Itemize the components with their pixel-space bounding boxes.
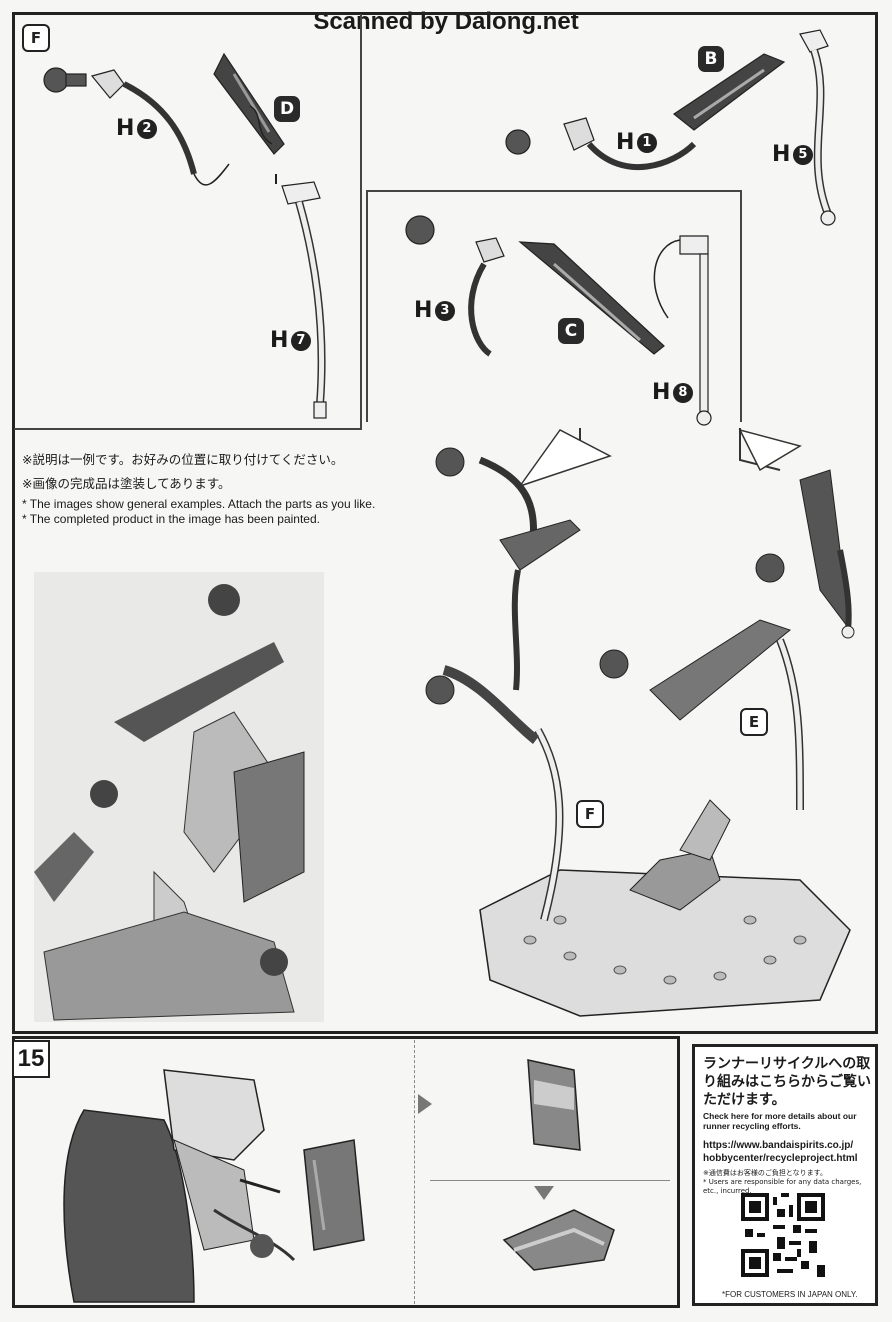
- part-label-c: C: [558, 318, 584, 344]
- step-divider-h: [430, 1180, 670, 1181]
- qr-code[interactable]: [741, 1193, 825, 1277]
- step-15-frame: [12, 1036, 680, 1308]
- recycle-note-jp: ※通信費はお客様のご負担となります。: [703, 1169, 827, 1177]
- part-label-b: B: [698, 46, 724, 72]
- display-base-illustration: [425, 447, 855, 1017]
- step-15-illustration: [63, 1059, 615, 1303]
- recycle-url-line2[interactable]: hobbycenter/recycleproject.html: [703, 1153, 858, 1164]
- part-label-e: E: [740, 708, 768, 736]
- d-wing: [213, 52, 285, 155]
- h3-c-assembly: [405, 215, 665, 357]
- h2-assembly: [43, 67, 230, 186]
- top-panel-frame: [12, 12, 878, 1034]
- callout-lines: [518, 428, 802, 488]
- inner-divider-box: [366, 190, 742, 422]
- step-arrow-down: [534, 1186, 554, 1200]
- recycle-title: ランナーリサイクルへの取り組みはこちらからご覧いただけます。: [703, 1056, 871, 1108]
- step-arrow-right: [418, 1094, 432, 1114]
- note-en-2: * The completed product in the image has…: [22, 512, 320, 526]
- note-en-1: * The images show general examples. Atta…: [22, 497, 376, 511]
- completed-model-photo: [34, 572, 324, 1022]
- part-label-f: F: [576, 800, 604, 828]
- step-divider: [414, 1040, 415, 1304]
- note-jp-2: ※画像の完成品は塗装してあります。: [22, 476, 231, 491]
- h7-pole: [281, 181, 327, 419]
- recycle-english: Check here for more details about our ru…: [703, 1111, 857, 1131]
- recycle-url-line1[interactable]: https://www.bandaispirits.co.jp/: [703, 1140, 854, 1151]
- section-f-box: [14, 14, 362, 430]
- h8-pole: [679, 235, 712, 426]
- recycle-note: ※通信費はお客様のご負担となります。 * Users are responsib…: [703, 1169, 875, 1196]
- note-jp-1: ※説明は一例です。お好みの位置に取り付けてください。: [22, 452, 344, 467]
- h1-b-assembly: [505, 53, 786, 171]
- parts-illustration-top: [43, 29, 836, 426]
- part-label-d: D: [274, 96, 300, 122]
- h5-pole: [799, 29, 836, 226]
- recycle-info-box: ランナーリサイクルへの取り組みはこちらからご覧いただけます。 Check her…: [692, 1044, 878, 1306]
- step-number: 15: [12, 1040, 50, 1078]
- section-f-badge: F: [22, 24, 50, 52]
- recycle-url[interactable]: https://www.bandaispirits.co.jp/ hobbyce…: [703, 1139, 879, 1165]
- recycle-note-en: * Users are responsible for any data cha…: [703, 1178, 862, 1195]
- footer-note: *FOR CUSTOMERS IN JAPAN ONLY.: [722, 1290, 858, 1299]
